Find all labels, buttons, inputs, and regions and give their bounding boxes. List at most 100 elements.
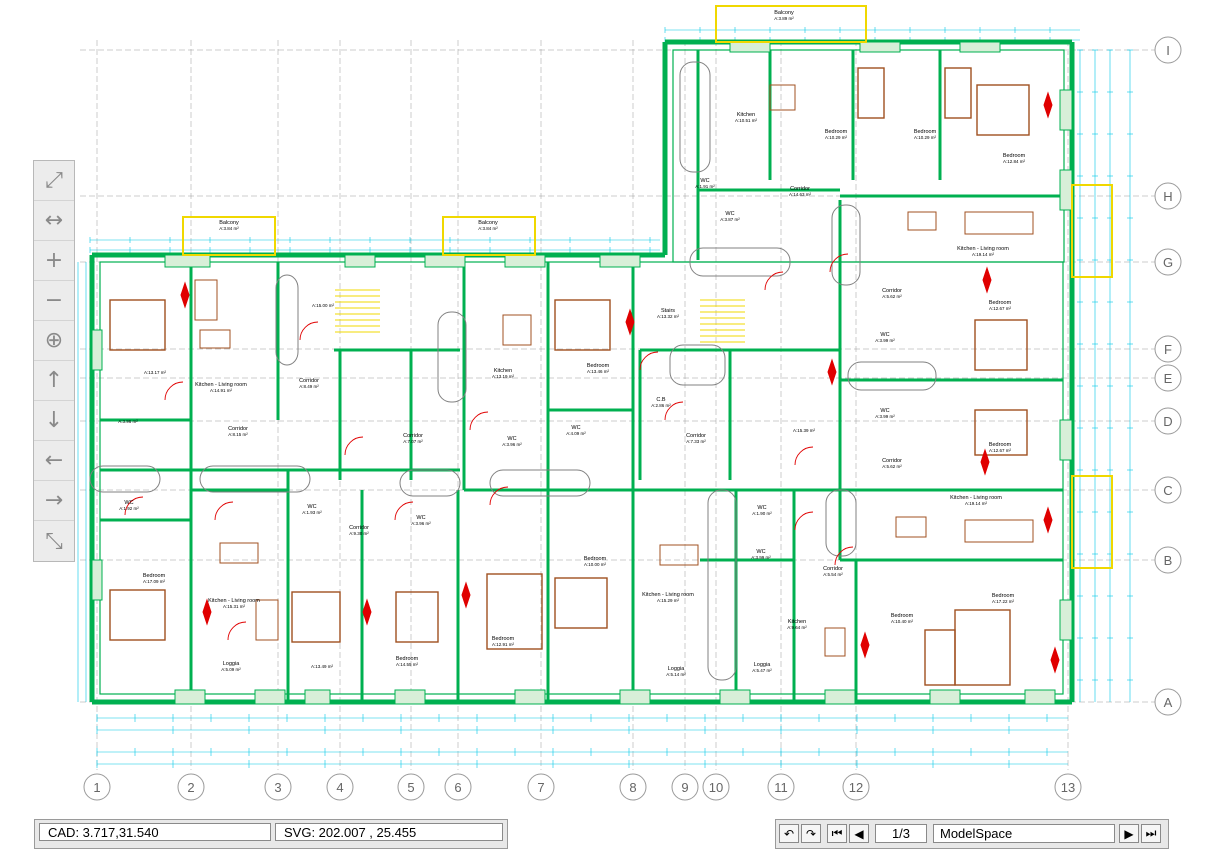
fit-all-button[interactable]: ⤢ [34,161,74,201]
fit-width-button[interactable]: ↔ [34,201,74,241]
room-area: A:19.14 m² [972,252,995,257]
view-toolbar: ⤢ ↔ + − ⊕ ↑ ↓ ←→ ⤡ [33,160,75,562]
service-shaft [847,361,937,391]
grid-label-col: 7 [537,780,544,795]
next-page-button[interactable]: ▶ [1119,824,1139,843]
room-name: Bedroom [989,442,1012,448]
grid-bubble-row [1154,248,1182,276]
shrink-button[interactable]: ⤡ [34,521,74,561]
arrow-up-icon: ↑ [44,368,64,393]
grid-bubble-row [1154,335,1182,363]
rotate-cw-button[interactable]: ↷ [801,824,821,843]
room-area: A:10.51 m² [735,118,758,123]
grid-bubble-row [1154,364,1182,392]
grid-label-row: F [1164,342,1172,357]
grid-label-col: 11 [774,780,788,795]
balcony-outline [715,5,867,43]
radiator-marker [461,581,471,609]
door-swing [764,271,784,291]
door-swing [489,486,509,506]
svg-coordinates: SVG: 202.007 , 25.455 [275,823,503,841]
layout-selector[interactable]: ModelSpace [933,824,1115,843]
pan-up-button[interactable]: ↑ [34,361,74,401]
cad-coordinates: CAD: 3.717,31.540 [39,823,271,841]
room-area: A:4.09 m² [566,431,586,436]
room-name: WC [307,504,316,510]
room-name: Bedroom [825,129,848,135]
grid-label-row: C [1163,483,1172,498]
zoom-window-button[interactable]: ⊕ [34,321,74,361]
room-name: Bedroom [143,573,166,579]
zoom-in-button[interactable]: + [34,241,74,281]
room-area: A:13.19 m² [492,374,515,379]
pan-down-button[interactable]: ↓ [34,401,74,441]
grid-label-col: 6 [454,780,461,795]
room-area: A:7.33 m² [686,439,706,444]
grid-bubble-row [1154,688,1182,716]
bed [857,67,885,119]
grid-label-col: 9 [681,780,688,795]
room-name: WC [571,425,580,431]
pan-right-button[interactable]: → [34,481,74,521]
shrink-icon: ⤡ [45,528,63,554]
wall-hatch-block [599,254,641,268]
minus-icon: − [44,288,64,313]
grid-bubble-row [1154,476,1182,504]
prev-page-icon: ◀ [854,826,864,841]
room-area: A:14.55 m² [396,662,419,667]
radiator-marker [860,631,870,659]
fit-width-icon: ↔ [44,208,64,233]
rotate-ccw-button[interactable]: ↶ [779,824,799,843]
room-name: Corridor [790,186,810,192]
last-page-button[interactable]: ⏭ [1141,824,1161,843]
grid-bubble-col [842,773,870,801]
service-shaft [831,204,861,286]
first-page-button[interactable]: ⏮ [827,824,847,843]
bed [291,591,341,643]
radiator-marker [1043,506,1053,534]
dining-table [659,544,699,566]
room-name: Kitchen [737,112,755,118]
grid-label-col: 8 [629,780,636,795]
service-shaft [679,61,711,173]
grid-bubble-col [619,773,647,801]
grid-label-col: 12 [849,780,863,795]
room-area: A:14.91 m² [210,388,233,393]
grid-bubble-col [264,773,292,801]
room-name: WC [124,500,133,506]
grid-bubble-row [1154,182,1182,210]
door-swing [639,351,659,371]
wall-hatch-block [504,254,546,268]
arrow-down-icon: ↓ [44,408,64,433]
wall-hatch-block [174,689,206,705]
pan-left-button[interactable]: ← [34,441,74,481]
last-page-icon: ⏭ [1145,826,1157,840]
room-name: Kitchen - Living room [950,495,1002,501]
room-area: A:5.54 m² [823,572,843,577]
door-swing [214,501,234,521]
zoom-out-button[interactable]: − [34,281,74,321]
door-swing [227,621,247,641]
radiator-marker [827,358,837,386]
room-name: Bedroom [396,656,419,662]
room-area: A:2.86 m² [651,403,671,408]
room-name: Corridor [882,458,902,464]
bed [924,629,956,686]
page-indicator[interactable]: 1/3 [875,824,927,843]
room-area: A:5.09 m² [221,667,241,672]
radiator-marker [1043,91,1053,119]
sofa [255,599,279,641]
room-area: A:10.00 m² [584,562,607,567]
service-shaft [489,469,591,497]
fit-extents-icon: ⤢ [45,168,63,193]
door-swing [794,446,814,466]
room-area: A:1.91 m² [695,184,715,189]
prev-page-button[interactable]: ◀ [849,824,869,843]
room-name: Kitchen [788,619,806,625]
room-name: Loggia [668,666,685,672]
door-swing [164,381,184,401]
grid-label-row: I [1166,43,1170,58]
bed [109,299,166,351]
room-name: WC [507,436,516,442]
